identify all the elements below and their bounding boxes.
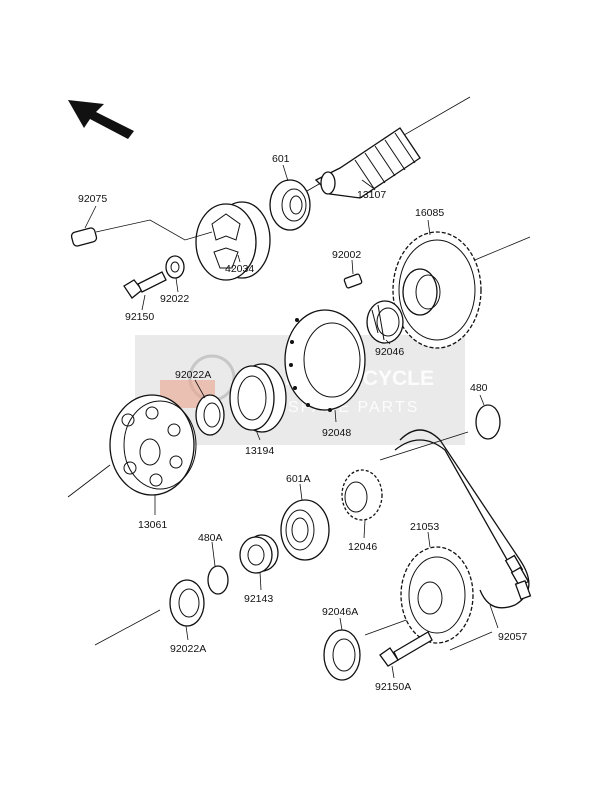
bolt-92150 xyxy=(123,271,167,299)
label-92022a-top: 92022A xyxy=(175,369,211,381)
bolt-92002 xyxy=(343,273,363,289)
label-92002: 92002 xyxy=(332,249,361,261)
hub-13061 xyxy=(109,394,197,496)
circlip-480a xyxy=(207,565,229,595)
label-92143: 92143 xyxy=(244,593,273,605)
bearing-601a xyxy=(280,499,330,561)
plate-92048 xyxy=(284,309,366,412)
label-12046: 12046 xyxy=(348,541,377,553)
washer-92022a-bottom xyxy=(169,579,205,627)
sprocket-12046 xyxy=(341,469,383,521)
label-601a: 601A xyxy=(286,473,311,485)
label-13194: 13194 xyxy=(245,445,274,457)
label-92046a: 92046A xyxy=(322,606,358,618)
needle-bearing-92046a xyxy=(323,629,361,681)
part-labels: 92075 601 13107 16085 92002 42034 92022 … xyxy=(78,153,527,693)
sprocket-21053 xyxy=(400,546,474,644)
gear-16085 xyxy=(392,231,482,349)
label-16085: 16085 xyxy=(415,207,444,219)
label-13061: 13061 xyxy=(138,519,167,531)
bearing-601 xyxy=(269,179,311,231)
leader-lines xyxy=(84,164,499,679)
collar-92143 xyxy=(239,534,279,574)
pin-92075 xyxy=(70,219,213,247)
label-480a: 480A xyxy=(198,532,223,544)
label-42034: 42034 xyxy=(225,263,254,275)
washer-92022a-top xyxy=(195,394,225,436)
needle-bearing-92046 xyxy=(366,300,404,344)
washer-92022 xyxy=(165,255,185,279)
label-92150a: 92150A xyxy=(375,681,411,693)
label-92075: 92075 xyxy=(78,193,107,205)
label-92022a-bottom: 92022A xyxy=(170,643,206,655)
label-92022: 92022 xyxy=(160,293,189,305)
label-601: 601 xyxy=(272,153,290,165)
label-480: 480 xyxy=(470,382,488,394)
clutch-13194 xyxy=(229,363,287,433)
label-92057: 92057 xyxy=(498,631,527,643)
circlip-480 xyxy=(475,404,501,440)
label-92048: 92048 xyxy=(322,427,351,439)
bolt-92150a xyxy=(379,631,433,667)
direction-arrow-icon xyxy=(68,100,134,139)
shaft-13107 xyxy=(314,127,421,199)
label-92150: 92150 xyxy=(125,311,154,323)
label-92046: 92046 xyxy=(375,346,404,358)
label-21053: 21053 xyxy=(410,521,439,533)
chain-92057 xyxy=(394,429,532,609)
hub-42034 xyxy=(195,201,271,281)
label-13107: 13107 xyxy=(357,189,386,201)
